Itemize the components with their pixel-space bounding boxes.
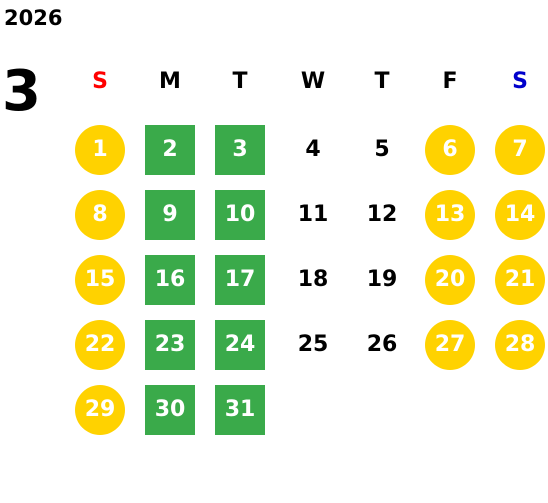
day-22[interactable]: 22 (75, 320, 125, 370)
weekday-sunday: S (92, 69, 108, 94)
day-19[interactable]: 19 (366, 267, 398, 292)
day-15[interactable]: 15 (75, 255, 125, 305)
weekday-friday: F (442, 69, 458, 94)
weekday-monday: M (159, 69, 181, 94)
day-26[interactable]: 26 (366, 332, 398, 357)
weekday-saturday: S (512, 69, 528, 94)
day-29[interactable]: 29 (75, 385, 125, 435)
day-30[interactable]: 30 (145, 385, 195, 435)
day-3[interactable]: 3 (215, 125, 265, 175)
year-label: 2026 (4, 6, 63, 30)
day-5[interactable]: 5 (374, 137, 390, 162)
day-12[interactable]: 12 (366, 202, 398, 227)
day-7[interactable]: 7 (495, 125, 545, 175)
day-21[interactable]: 21 (495, 255, 545, 305)
day-31[interactable]: 31 (215, 385, 265, 435)
day-20[interactable]: 20 (425, 255, 475, 305)
weekday-wednesday: W (300, 69, 326, 94)
weekday-thursday: T (374, 69, 390, 94)
day-28[interactable]: 28 (495, 320, 545, 370)
day-6[interactable]: 6 (425, 125, 475, 175)
day-4[interactable]: 4 (305, 137, 321, 162)
day-10[interactable]: 10 (215, 190, 265, 240)
day-27[interactable]: 27 (425, 320, 475, 370)
day-25[interactable]: 25 (297, 332, 329, 357)
day-11[interactable]: 11 (297, 202, 329, 227)
day-9[interactable]: 9 (145, 190, 195, 240)
day-2[interactable]: 2 (145, 125, 195, 175)
day-24[interactable]: 24 (215, 320, 265, 370)
day-14[interactable]: 14 (495, 190, 545, 240)
day-1[interactable]: 1 (75, 125, 125, 175)
day-23[interactable]: 23 (145, 320, 195, 370)
day-8[interactable]: 8 (75, 190, 125, 240)
day-18[interactable]: 18 (297, 267, 329, 292)
day-17[interactable]: 17 (215, 255, 265, 305)
month-number: 3 (2, 59, 41, 124)
day-16[interactable]: 16 (145, 255, 195, 305)
weekday-tuesday: T (232, 69, 248, 94)
day-13[interactable]: 13 (425, 190, 475, 240)
